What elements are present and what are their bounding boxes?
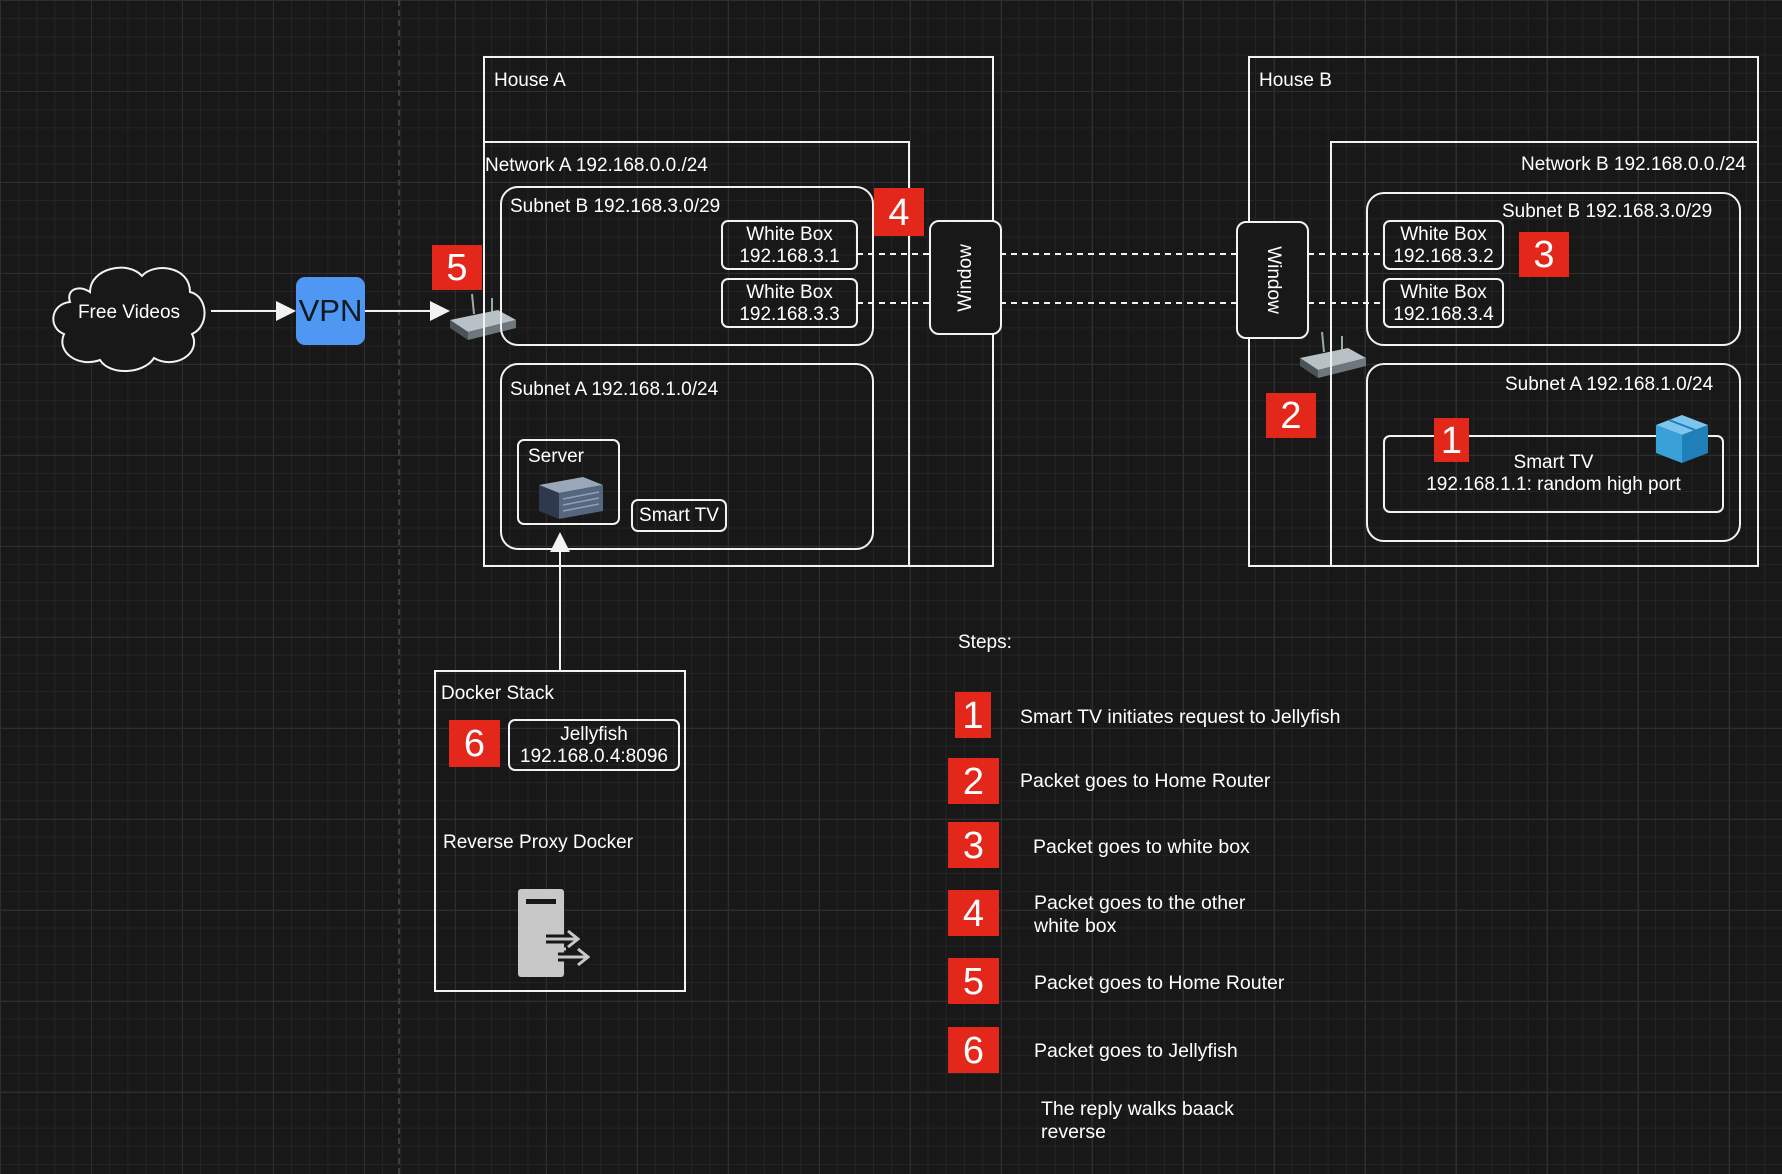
smart-tv-name: Smart TV: [1513, 452, 1594, 473]
house-b-white-box-1[interactable]: White Box 192.168.3.2: [1383, 220, 1504, 270]
vpn-label: VPN: [298, 293, 363, 328]
step-text-5: Packet goes to Home Router: [1034, 972, 1285, 994]
badge-1: 1: [1434, 418, 1469, 462]
steps-footer: The reply walks baack reverse: [1041, 1098, 1234, 1143]
smart-tv-label: Smart TV: [639, 505, 719, 526]
house-a-window[interactable]: Window: [929, 220, 1002, 335]
step-badge-5: 5: [948, 958, 999, 1004]
steps-heading: Steps:: [958, 632, 1012, 653]
badge-6: 6: [449, 720, 500, 767]
white-box-name: White Box: [1400, 282, 1487, 303]
network-b: [1330, 141, 1759, 567]
server-label: Server: [528, 446, 584, 467]
house-a-smart-tv[interactable]: Smart TV: [631, 499, 727, 532]
badge-5: 5: [432, 245, 482, 290]
reverse-proxy-icon: [516, 887, 598, 979]
step-text-4: Packet goes to the other white box: [1034, 892, 1246, 937]
white-box-name: White Box: [1400, 224, 1487, 245]
house-b-subnet-b-title: Subnet B 192.168.3.0/29: [1502, 201, 1713, 222]
jellyfish-ip: 192.168.0.4:8096: [520, 746, 668, 767]
white-box-name: White Box: [746, 224, 833, 245]
white-box-ip: 192.168.3.4: [1393, 304, 1494, 325]
jellyfish-name: Jellyfish: [560, 724, 628, 745]
badge-2: 2: [1266, 393, 1316, 438]
smart-tv-ip: 192.168.1.1: random high port: [1426, 474, 1681, 495]
house-b-window[interactable]: Window: [1236, 221, 1309, 339]
network-a: [483, 141, 910, 567]
docker-stack: [434, 670, 686, 992]
window-label: Window: [1262, 246, 1284, 314]
server-node[interactable]: Server: [517, 439, 620, 525]
house-b-smart-tv[interactable]: Smart TV 192.168.1.1: random high port: [1383, 435, 1724, 513]
house-a-white-box-1[interactable]: White Box 192.168.3.1: [721, 220, 858, 270]
free-videos-cloud: Free Videos: [50, 254, 208, 374]
white-box-name: White Box: [746, 282, 833, 303]
house-b-title: House B: [1259, 70, 1332, 91]
window-label: Window: [954, 243, 976, 312]
network-a-title: Network A 192.168.0.0./24: [485, 155, 708, 176]
jellyfish-node[interactable]: Jellyfish 192.168.0.4:8096: [508, 719, 680, 771]
white-box-ip: 192.168.3.2: [1393, 246, 1494, 267]
step-text-6: Packet goes to Jellyfish: [1034, 1040, 1238, 1062]
house-a-subnet-a: [500, 363, 874, 550]
house-b-subnet-a-title: Subnet A 192.168.1.0/24: [1505, 374, 1714, 395]
step-text-2: Packet goes to Home Router: [1020, 770, 1271, 792]
house-b-white-box-2[interactable]: White Box 192.168.3.4: [1383, 278, 1504, 328]
house-a-subnet-b: [500, 186, 874, 346]
step-text-1: Smart TV initiates request to Jellyfish: [1020, 706, 1341, 728]
package-box-icon: [1654, 413, 1710, 465]
step-badge-4: 4: [948, 890, 999, 936]
step-text-3: Packet goes to white box: [1033, 836, 1250, 858]
step-badge-6: 6: [948, 1027, 999, 1073]
house-b-subnet-a: [1366, 363, 1741, 542]
vpn-node[interactable]: VPN: [296, 277, 365, 345]
house-b-subnet-b: [1366, 192, 1741, 346]
server-icon: [539, 477, 603, 519]
white-box-ip: 192.168.3.3: [739, 304, 840, 325]
badge-3: 3: [1519, 232, 1569, 277]
house-a-subnet-a-title: Subnet A 192.168.1.0/24: [510, 379, 719, 400]
step-badge-3: 3: [948, 822, 999, 868]
reverse-proxy-label: Reverse Proxy Docker: [443, 832, 634, 853]
network-b-title: Network B 192.168.0.0./24: [1521, 154, 1746, 175]
step-badge-1: 1: [955, 692, 991, 738]
cloud-icon: [52, 266, 206, 373]
guide-line: [398, 0, 400, 1174]
cloud-label: Free Videos: [77, 302, 181, 323]
badge-4: 4: [874, 188, 924, 236]
step-badge-2: 2: [948, 758, 999, 804]
docker-stack-title: Docker Stack: [441, 683, 554, 704]
house-a-subnet-b-title: Subnet B 192.168.3.0/29: [510, 196, 721, 217]
house-a-title: House A: [494, 70, 566, 91]
white-box-ip: 192.168.3.1: [739, 246, 840, 267]
house-a-white-box-2[interactable]: White Box 192.168.3.3: [721, 278, 858, 328]
